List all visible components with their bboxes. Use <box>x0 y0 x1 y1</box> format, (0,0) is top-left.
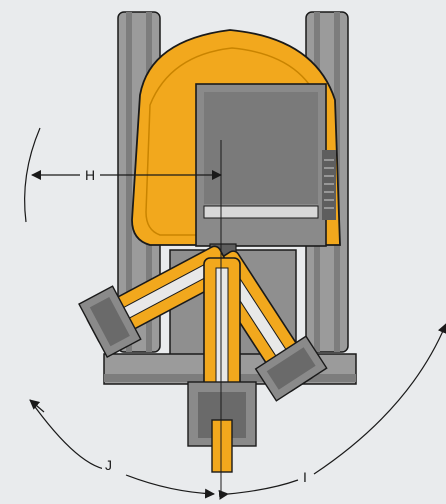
label-i: I <box>300 470 310 484</box>
label-j: J <box>102 458 115 472</box>
boom-center <box>187 257 257 473</box>
dimension-h <box>24 127 222 223</box>
dimension-j <box>29 399 215 499</box>
boom-right <box>78 245 233 358</box>
cab <box>195 83 336 247</box>
arrowhead-icon <box>24 127 41 223</box>
label-h: H <box>82 168 99 182</box>
dimension-i <box>218 323 446 500</box>
